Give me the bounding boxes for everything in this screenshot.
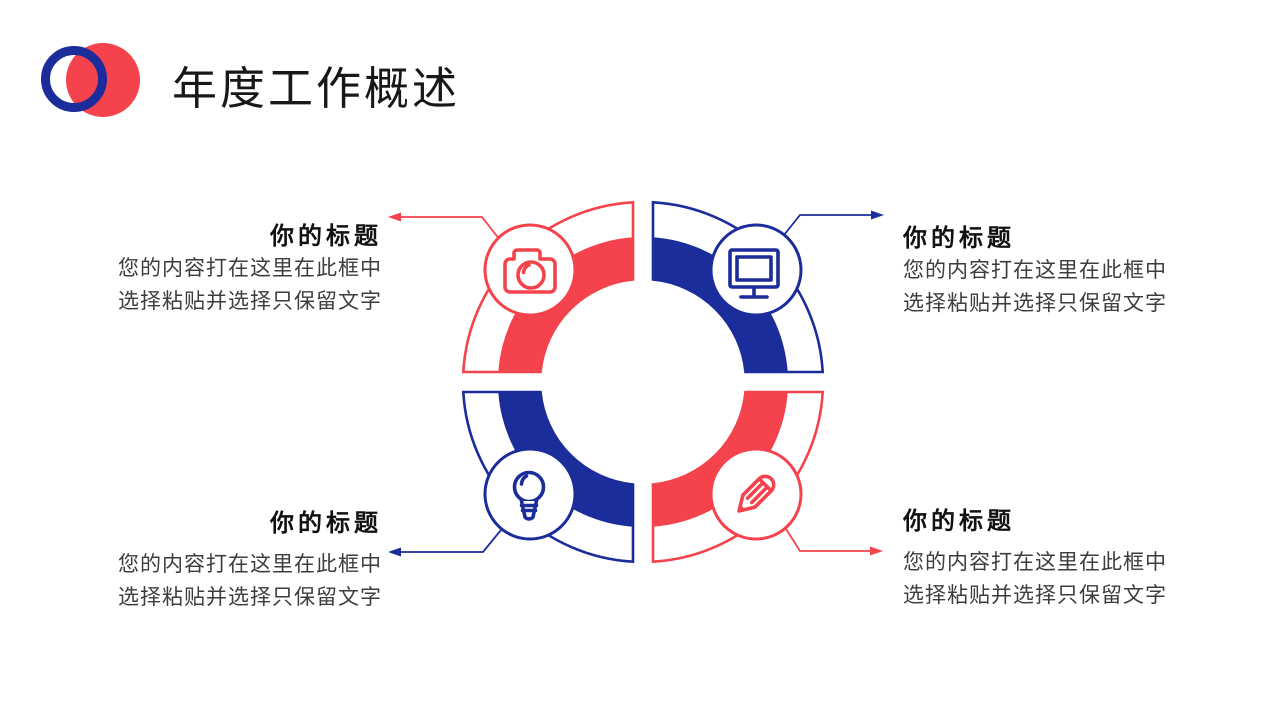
block-body-line: 选择粘贴并选择只保留文字: [903, 292, 1167, 315]
slide-header: 年度工作概述: [0, 0, 1280, 140]
block-title: 你的标题: [270, 223, 382, 250]
pencil-icon: [737, 474, 776, 513]
leader-arrow-top-left: [388, 212, 501, 241]
block-body: 您的内容打在这里在此框中 选择粘贴并选择只保留文字: [903, 254, 1167, 320]
block-body-line: 选择粘贴并选择只保留文字: [118, 586, 382, 609]
logo-blue-ring: [41, 46, 107, 112]
quadrant-top-left-band: [498, 237, 633, 372]
quadrant-bottom-right: [651, 390, 825, 564]
block-body: 您的内容打在这里在此框中 选择粘贴并选择只保留文字: [118, 252, 382, 318]
leader-arrow-bottom-left: [388, 529, 502, 557]
quadrant-bottom-right-band: [653, 392, 788, 527]
block-body-line: 您的内容打在这里在此框中: [118, 257, 382, 280]
leader-arrow-bottom-right: [785, 528, 883, 556]
block-title: 你的标题: [270, 510, 382, 537]
lightbulb-icon: [512, 470, 546, 521]
block-title: 你的标题: [903, 508, 1015, 535]
quadrant-top-left: [461, 200, 635, 374]
camera-icon: [503, 248, 557, 294]
block-top-right: 你的标题 您的内容打在这里在此框中 选择粘贴并选择只保留文字: [903, 224, 1167, 320]
quadrant-top-right-band: [653, 237, 788, 372]
block-bottom-left: 你的标题 您的内容打在这里在此框中 选择粘贴并选择只保留文字: [118, 509, 382, 614]
logo: [41, 43, 140, 117]
quadrant-top-right: [651, 200, 825, 374]
block-body-line: 您的内容打在这里在此框中: [903, 259, 1167, 282]
block-body-line: 选择粘贴并选择只保留文字: [903, 584, 1167, 607]
block-body-line: 选择粘贴并选择只保留文字: [118, 290, 382, 313]
block-body: 您的内容打在这里在此框中 选择粘贴并选择只保留文字: [903, 546, 1167, 612]
block-body-line: 您的内容打在这里在此框中: [118, 553, 382, 576]
slide-title: 年度工作概述: [172, 64, 461, 114]
block-bottom-right: 你的标题 您的内容打在这里在此框中 选择粘贴并选择只保留文字: [903, 507, 1167, 612]
quadrant-bottom-left: [461, 390, 635, 564]
monitor-icon: [728, 248, 780, 299]
quadrant-bottom-left-band: [498, 392, 633, 527]
block-top-left: 你的标题 您的内容打在这里在此框中 选择粘贴并选择只保留文字: [118, 222, 382, 318]
block-body: 您的内容打在这里在此框中 选择粘贴并选择只保留文字: [118, 548, 382, 614]
block-title: 你的标题: [903, 225, 1015, 252]
block-body-line: 您的内容打在这里在此框中: [903, 551, 1167, 574]
leader-arrow-top-right: [779, 210, 884, 241]
